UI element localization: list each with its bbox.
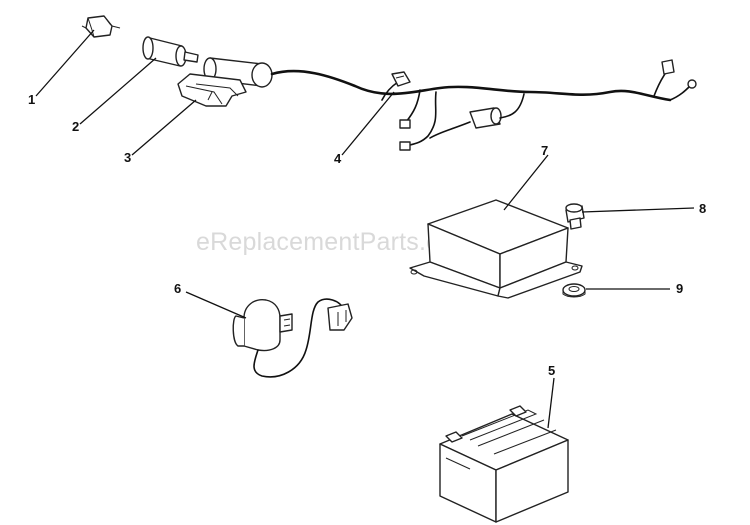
part-6-charger: [232, 298, 353, 378]
part-7-bracket: [409, 199, 583, 299]
callout-9: 9: [676, 281, 683, 296]
callout-1: 1: [28, 92, 35, 107]
callout-6: 6: [174, 281, 181, 296]
watermark-text: eReplacementParts.com: [196, 228, 474, 256]
part-5-battery: [439, 405, 569, 523]
callout-4: 4: [334, 151, 342, 166]
part-1-switch: [81, 15, 121, 38]
part-8-bolt: [565, 203, 585, 230]
callout-8: 8: [699, 201, 706, 216]
callout-2: 2: [72, 119, 79, 134]
part-9-grommet: [562, 283, 586, 298]
part-3-holder: [177, 57, 273, 107]
callout-5: 5: [548, 363, 555, 378]
callout-numbers: 1 2 3 4 5 6 7 8 9: [28, 92, 706, 378]
part-4-wiring-harness: [270, 59, 697, 151]
callout-7: 7: [541, 143, 548, 158]
leader-lines: [35, 29, 695, 429]
callout-3: 3: [124, 150, 131, 165]
